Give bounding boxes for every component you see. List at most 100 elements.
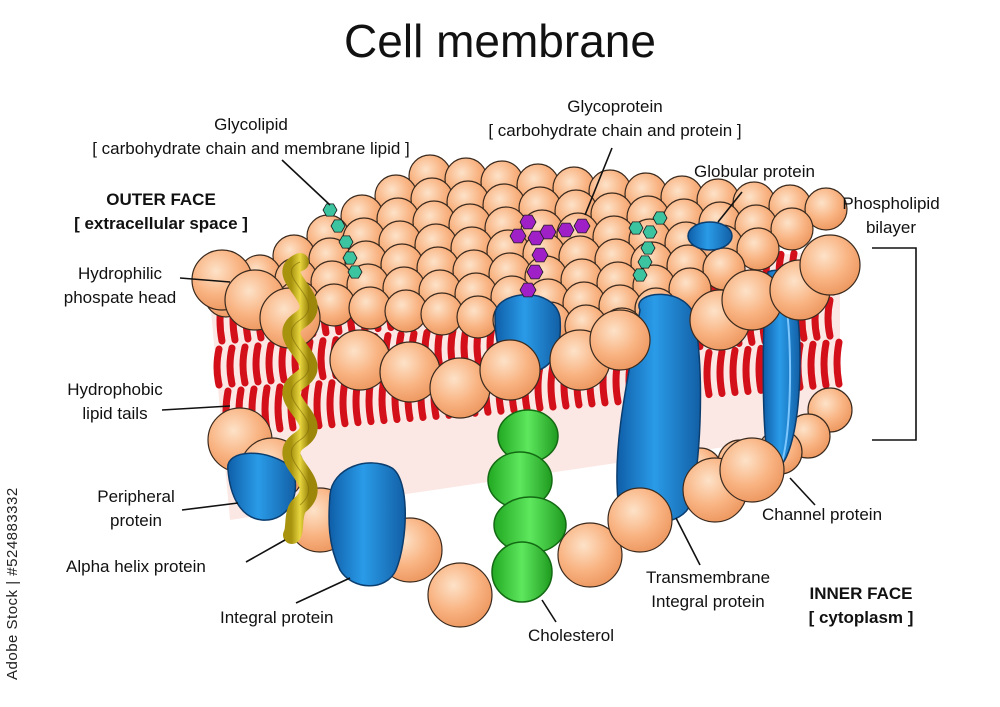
glycolipid-carbohydrate-chain <box>322 203 363 279</box>
glycoprotein-carbohydrate-chain <box>509 214 591 298</box>
label-transmembrane-protein: Transmembrane Integral protein <box>628 566 788 614</box>
label-phospholipid-line2: bilayer <box>865 218 917 237</box>
label-cholesterol: Cholesterol <box>528 626 614 645</box>
lipid-tail <box>252 342 262 386</box>
glycoprotein-sugar-unit <box>519 214 537 230</box>
label-integral-protein: Integral protein <box>220 608 334 627</box>
glycoprotein-sugar-unit <box>531 247 549 263</box>
label-hydrophilic-head: Hydrophilic phospate head <box>40 262 200 310</box>
surface-sugar-unit <box>652 211 668 225</box>
lipid-tail <box>265 341 275 385</box>
phospholipid-head <box>804 187 848 231</box>
glycoprotein-sugar-unit <box>539 224 557 240</box>
surface-sugar-unit <box>642 225 658 239</box>
leader-hydrophobic-tails <box>161 405 231 411</box>
lipid-tail <box>755 344 765 394</box>
label-peripheral-line2: protein <box>110 511 162 530</box>
glycolipid-sugar-unit <box>330 219 346 233</box>
globular-carbohydrate-chain <box>628 211 668 282</box>
phospholipid-head <box>770 207 814 251</box>
label-outer-face: OUTER FACE [ extracellular space ] <box>56 188 266 236</box>
label-inner-face-desc: [ cytoplasm ] <box>808 608 914 627</box>
leader-hydrophilic-head <box>179 277 231 283</box>
label-phospholipid-line1: Phospholipid <box>842 194 940 213</box>
label-glycolipid-name: Glycolipid <box>214 115 288 134</box>
label-peripheral-line1: Peripheral <box>97 487 175 506</box>
leader-lines <box>161 147 917 623</box>
lipid-tail <box>213 345 223 389</box>
glycoprotein-sugar-unit <box>526 264 544 280</box>
surface-sugar-unit <box>632 268 648 282</box>
cholesterol-molecule <box>487 409 567 603</box>
leader-peripheral-protein <box>181 502 239 511</box>
lipid-tail <box>226 344 236 388</box>
lipid-tail <box>326 379 336 429</box>
label-glycoprotein: Glycoprotein [ carbohydrate chain and pr… <box>450 95 780 143</box>
front-lower-head <box>607 487 673 553</box>
front-lower-head <box>427 562 493 628</box>
label-hydrophobic-tails: Hydrophobic lipid tails <box>40 378 190 426</box>
label-glycoprotein-name: Glycoprotein <box>567 97 663 116</box>
leader-globular-protein <box>717 191 743 223</box>
label-hydrophobic-line1: Hydrophobic <box>67 380 163 399</box>
label-hydrophilic-line2: phospate head <box>63 288 177 307</box>
bilayer-bracket <box>872 247 917 441</box>
lipid-tail <box>742 345 752 395</box>
label-inner-face: INNER FACE [ cytoplasm ] <box>796 582 926 630</box>
stock-watermark: Adobe Stock | #524883332 <box>4 487 21 680</box>
glycolipid-sugar-unit <box>342 251 358 265</box>
lipid-tail <box>824 296 834 340</box>
label-transmembrane-line1: Transmembrane <box>645 568 771 587</box>
glycoprotein-sugar-unit <box>573 218 591 234</box>
glycoprotein-sugar-unit <box>557 222 575 238</box>
glycoprotein-sugar-unit <box>527 230 545 246</box>
label-phospholipid-bilayer: Phospholipid bilayer <box>816 192 966 240</box>
label-channel-protein: Channel protein <box>762 505 883 524</box>
lipid-tail <box>833 338 843 388</box>
lipid-tail <box>313 380 323 430</box>
label-glycoprotein-desc: [ carbohydrate chain and protein ] <box>488 121 742 140</box>
label-hydrophilic-line1: Hydrophilic <box>77 264 163 283</box>
label-glycolipid-desc: [ carbohydrate chain and membrane lipid … <box>92 139 410 158</box>
front-lower-head <box>719 437 785 503</box>
integral-protein <box>328 462 406 587</box>
lipid-tail <box>278 340 288 384</box>
page-title: Cell membrane <box>344 15 656 67</box>
label-outer-face-desc: [ extracellular space ] <box>74 214 248 233</box>
front-upper-head <box>799 234 861 296</box>
lipid-tail <box>716 348 726 398</box>
label-outer-face-title: OUTER FACE <box>106 190 216 209</box>
lipid-tail <box>703 349 713 399</box>
lipid-tail <box>274 383 284 433</box>
leader-integral-protein <box>295 577 351 604</box>
leader-glycoprotein <box>584 147 613 216</box>
label-peripheral-protein: Peripheral protein <box>66 485 206 533</box>
leader-glycolipid <box>281 159 331 206</box>
globular-protein <box>687 221 733 251</box>
lipid-tail <box>239 343 249 387</box>
label-transmembrane-line2: Integral protein <box>651 592 765 611</box>
glycolipid-sugar-unit <box>322 203 338 217</box>
surface-sugar-unit <box>640 241 656 255</box>
front-lower-head <box>557 522 623 588</box>
label-glycolipid: Glycolipid [ carbohydrate chain and memb… <box>56 113 446 161</box>
front-upper-head <box>479 339 541 401</box>
lipid-tail <box>807 340 817 390</box>
glycolipid-sugar-unit <box>338 235 354 249</box>
leader-transmembrane <box>675 517 701 566</box>
leader-alpha-helix <box>245 539 286 563</box>
leader-channel-protein <box>789 477 816 506</box>
surface-sugar-unit <box>628 221 644 235</box>
alpha-helix-protein <box>282 253 318 544</box>
glycoprotein-sugar-unit <box>519 282 537 298</box>
lipid-tail <box>317 337 327 381</box>
surface-sugar-unit <box>637 255 653 269</box>
lipid-tail <box>339 378 349 428</box>
glycoprotein-sugar-unit <box>509 228 527 244</box>
lipid-tail <box>729 346 739 396</box>
label-alpha-helix-protein: Alpha helix protein <box>66 557 206 576</box>
front-upper-head <box>589 309 651 371</box>
glycolipid-sugar-unit <box>347 265 363 279</box>
